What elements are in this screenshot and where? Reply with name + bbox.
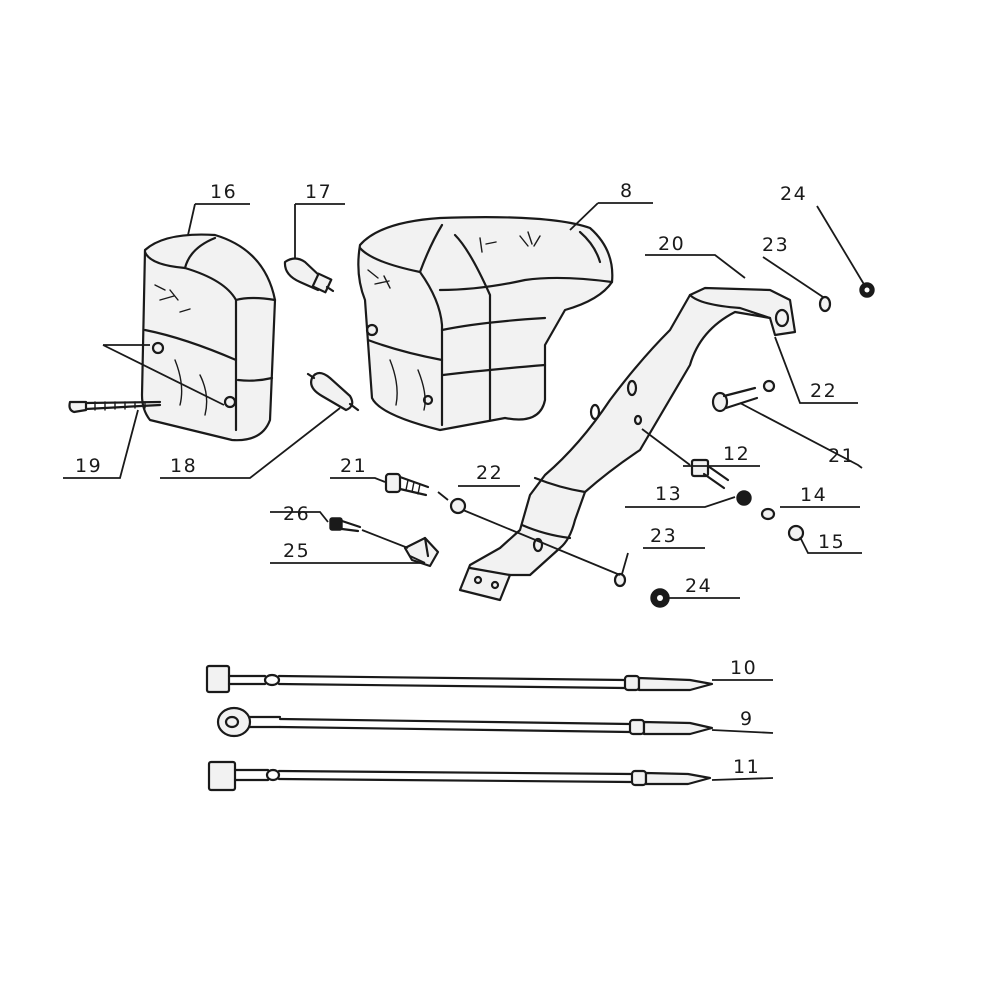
part-24-nut-bottom — [650, 588, 670, 608]
part-26-screw — [329, 517, 362, 533]
callout-16: 16 — [210, 181, 237, 203]
callout-labels: 16 17 8 24 20 23 22 21 19 18 21 22 12 13… — [75, 180, 855, 778]
callout-22-left: 22 — [476, 462, 503, 484]
callout-18: 18 — [170, 455, 197, 477]
part-15-nut — [787, 524, 805, 542]
leader-lines — [63, 202, 866, 781]
part-14-washer — [760, 507, 776, 521]
callout-14: 14 — [800, 484, 827, 506]
callout-15: 15 — [818, 531, 845, 553]
part-12-bolt — [690, 458, 730, 490]
part-13-nut — [736, 490, 752, 506]
callout-22-right: 22 — [810, 380, 837, 402]
callout-13: 13 — [655, 483, 682, 505]
part-11-cable — [207, 760, 712, 792]
callout-23-top: 23 — [762, 234, 789, 256]
part-8-headlamp — [357, 216, 614, 432]
part-16-small-lamp — [140, 233, 277, 442]
callout-11: 11 — [733, 756, 760, 778]
callout-23-bottom: 23 — [650, 525, 677, 547]
callout-24-bottom: 24 — [685, 575, 712, 597]
part-20-bracket — [458, 286, 797, 602]
callout-20: 20 — [658, 233, 685, 255]
callout-9: 9 — [740, 708, 754, 730]
part-21-bolt-left — [384, 472, 430, 497]
callout-10: 10 — [730, 657, 757, 679]
callout-19: 19 — [75, 455, 102, 477]
callout-17: 17 — [305, 181, 332, 203]
part-25-clip — [403, 536, 440, 568]
part-22-washer-left — [449, 497, 467, 515]
callout-25: 25 — [283, 540, 310, 562]
part-22-washer-right — [762, 379, 776, 393]
callout-21-left: 21 — [340, 455, 367, 477]
part-19-screw — [68, 400, 162, 414]
callout-12: 12 — [723, 443, 750, 465]
part-24-nut-top — [859, 282, 875, 298]
part-17-bulb — [283, 257, 335, 294]
part-9-cable — [216, 706, 714, 738]
part-10-cable — [205, 664, 714, 694]
part-23-washer-bottom — [613, 572, 627, 588]
part-18-festoon-bulb — [306, 371, 360, 412]
callout-21-right: 21 — [828, 445, 855, 467]
callout-8: 8 — [620, 180, 634, 202]
callout-26: 26 — [283, 503, 310, 525]
callout-24-top: 24 — [780, 183, 807, 205]
part-23-washer-top — [818, 295, 832, 313]
